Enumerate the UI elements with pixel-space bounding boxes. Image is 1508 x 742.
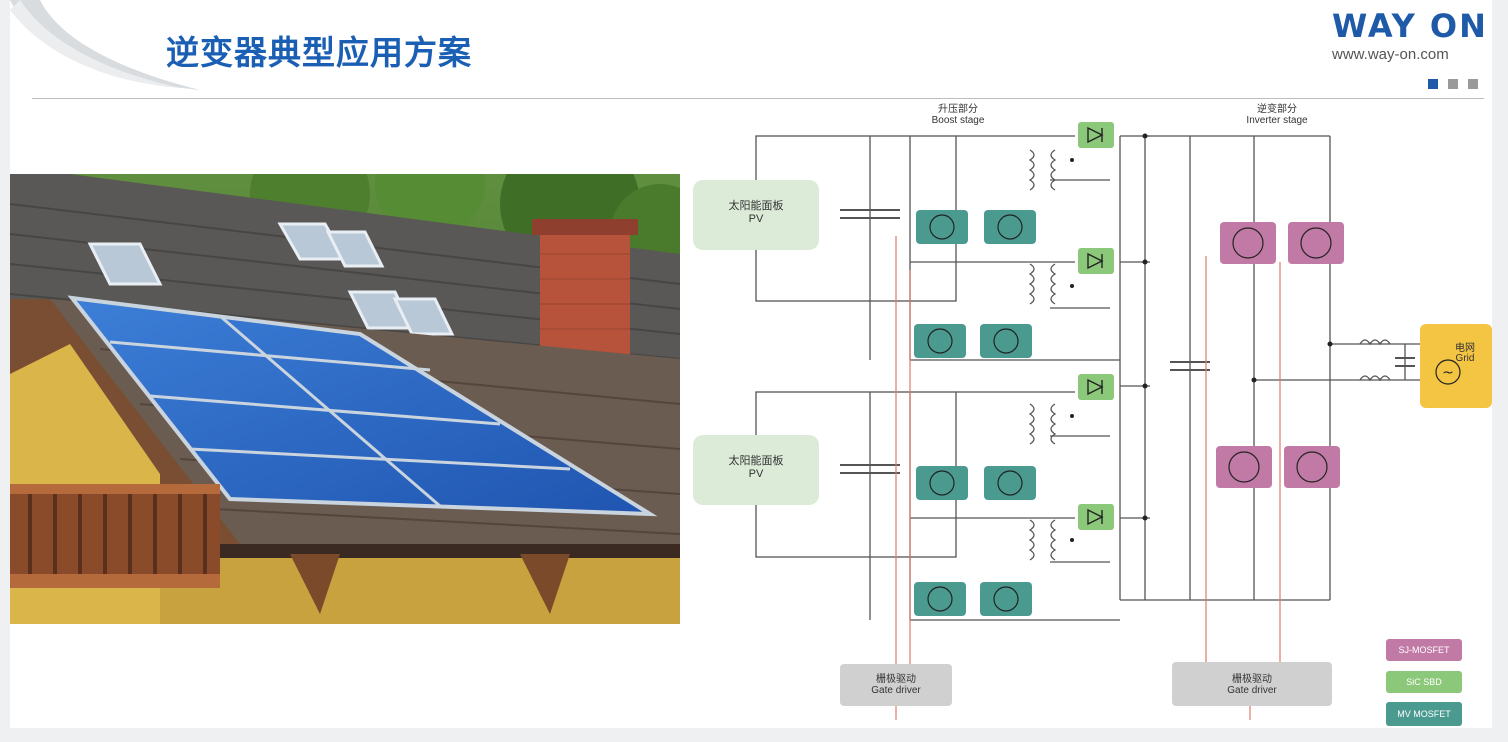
diode-2 xyxy=(1078,248,1114,274)
mv-mosfet xyxy=(980,582,1032,616)
sj-mosfet xyxy=(1220,222,1276,264)
sj-mosfet xyxy=(1288,222,1344,264)
mv-mosfet xyxy=(914,324,966,358)
diode-3 xyxy=(1078,374,1114,400)
diode-1 xyxy=(1078,122,1114,148)
gate-driver-2-label: 栅极驱动 Gate driver xyxy=(1227,674,1277,696)
boost-stage-label: 升压部分 Boost stage xyxy=(931,104,985,126)
sic-sbd-diodes xyxy=(1078,122,1114,530)
decorative-swoosh xyxy=(10,0,200,90)
pv-panel-2 xyxy=(693,435,819,505)
mv-mosfet xyxy=(984,210,1036,244)
slide: 逆变器典型应用方案 WAY ON www.way-on.com xyxy=(10,0,1492,728)
gate-driver-1 xyxy=(840,664,952,706)
legend-mv-mosfet: MV MOSFET xyxy=(1386,702,1462,726)
mv-mosfet xyxy=(916,466,968,500)
inverter-circuit-diagram: ~ xyxy=(693,122,1492,720)
company-logo: WAY ON www.way-on.com xyxy=(1332,7,1492,89)
legend-sic-sbd: SiC SBD xyxy=(1386,671,1462,693)
logo-squares xyxy=(1428,74,1488,93)
grid-label: 电网 Grid xyxy=(1455,343,1475,364)
mv-mosfet xyxy=(916,210,968,244)
sj-mosfet xyxy=(1284,446,1340,488)
gate-driver-1-label: 栅极驱动 Gate driver xyxy=(871,674,921,696)
logo-wordmark: WAY ON xyxy=(1332,7,1488,45)
sj-mosfets xyxy=(1216,222,1344,488)
legend-sj-mosfet: SJ-MOSFET xyxy=(1386,639,1462,661)
mv-mosfets xyxy=(914,210,1036,616)
pv-panel-1 xyxy=(693,180,819,250)
gate-driver-2 xyxy=(1172,662,1332,706)
grid-box xyxy=(1420,324,1492,408)
mv-mosfet xyxy=(984,466,1036,500)
svg-text:~: ~ xyxy=(1442,365,1454,381)
mv-mosfet xyxy=(914,582,966,616)
pv-panel-1-label: 太阳能面板 PV xyxy=(728,200,784,225)
inverter-stage-label: 逆变部分 Inverter stage xyxy=(1246,104,1308,126)
pv-panel-2-label: 太阳能面板 PV xyxy=(728,455,784,480)
sj-mosfet xyxy=(1216,446,1272,488)
logo-url: www.way-on.com xyxy=(1332,46,1449,63)
header-divider xyxy=(32,98,1484,99)
diode-4 xyxy=(1078,504,1114,530)
mv-mosfet xyxy=(980,324,1032,358)
solar-roof-photo xyxy=(10,174,680,624)
page-title: 逆变器典型应用方案 xyxy=(166,33,472,72)
